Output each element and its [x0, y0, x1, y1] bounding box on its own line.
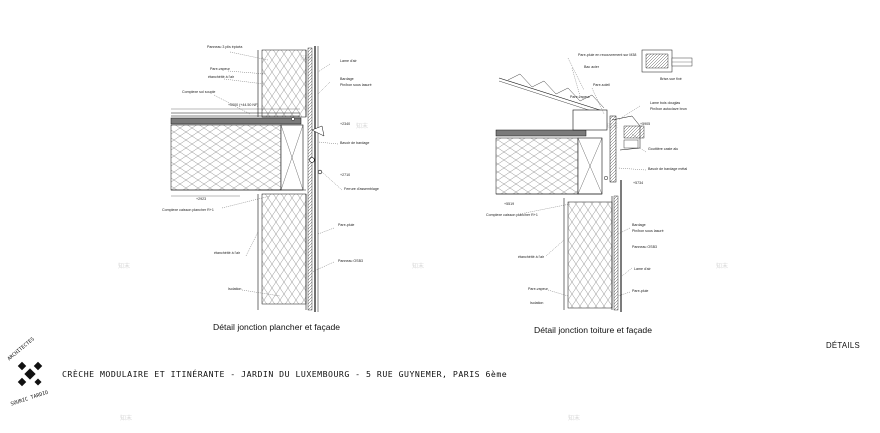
- annotation: Bavoir de bardage: [340, 141, 369, 145]
- brise-vue-inset: [641, 49, 693, 73]
- roof-slab-band: [495, 129, 587, 137]
- annotation: Panneau OSB3: [632, 245, 657, 249]
- annotation: +0000 (+44.50 NF): [228, 103, 258, 107]
- annotation: étanchéité à l'air: [208, 75, 235, 79]
- right-detail-caption: Détail jonction toiture et façade: [534, 325, 652, 335]
- logo-top-text: ARCHITECTES: [7, 336, 36, 362]
- annotation: Complexe caisson plancher R+1: [162, 208, 214, 212]
- left-detail-annotations: Panneau 3 plis épicéa Pare-vapeur étanch…: [162, 45, 379, 291]
- watermark: 知末: [356, 122, 368, 130]
- annotation: Lame d'air: [634, 267, 651, 271]
- annotation: Ferrure d'assemblage: [344, 187, 379, 191]
- annotation: +5734: [633, 181, 643, 185]
- annotation: Pare-soleil: [593, 83, 610, 87]
- annotation: Bavoir de bardage métal: [648, 167, 687, 171]
- watermark: 知末: [412, 262, 424, 270]
- annotation: Pare-pluie: [338, 223, 354, 227]
- watermark: 知末: [118, 262, 130, 270]
- parapet: [572, 109, 608, 131]
- annotation: Complexe sol souple: [182, 90, 215, 94]
- annotation: Gouttière caste alu: [648, 147, 678, 151]
- annotation: Pare-vapeur: [570, 95, 591, 99]
- watermark-layer: 知末 知末 知末 知末 知末 知末 知末 知末: [118, 54, 728, 422]
- upper-wall-insulation: [261, 49, 307, 118]
- annotation: +2340: [340, 122, 350, 126]
- right-detail-drawing: [495, 49, 693, 312]
- annotation: Isolation: [228, 287, 241, 291]
- watermark: 知末: [568, 414, 580, 422]
- annotation: Panneau 3 plis épicéa: [207, 45, 242, 49]
- annotation: Bardage: [340, 77, 354, 81]
- annotation: Bardage: [632, 223, 646, 227]
- watermark: 知末: [716, 262, 728, 270]
- watermark: 知末: [120, 414, 132, 422]
- annotation: Pare-vapeur: [210, 67, 231, 71]
- annotation: +2923: [196, 197, 206, 201]
- annotation: Panneau OSB3: [338, 259, 363, 263]
- floor-slab-band: [170, 117, 302, 125]
- annotation: +2710: [340, 173, 350, 177]
- annotation: Pare-pluie en recouvrement sur M38: [578, 53, 636, 57]
- lower-wall-insulation: [261, 193, 307, 305]
- right-detail-annotations: Pare-pluie en recouvrement sur M38 Bac a…: [486, 53, 687, 305]
- floor-caisson-insulation: [170, 124, 282, 191]
- annotation: Complexe caisson plancher R+1: [486, 213, 538, 217]
- annotation: +5519: [504, 202, 514, 206]
- left-detail-drawing: [170, 46, 343, 312]
- annotation: Lame d'air: [340, 59, 357, 63]
- annotation: Pare-vapeur: [528, 287, 549, 291]
- annotation: Pin/bon sous lasuré: [340, 83, 372, 87]
- annotation: Pare-pluie: [632, 289, 648, 293]
- logo-bottom-text: SOURIC TARDIO: [10, 390, 49, 408]
- right-wall-insulation: [567, 201, 613, 309]
- annotation: Isolation: [530, 301, 543, 305]
- roof-caisson-insulation: [495, 137, 579, 195]
- annotation: étanchéité à l'air: [518, 255, 545, 259]
- annotation: Pin/bon autoclave brun: [650, 107, 687, 111]
- annotation: étanchéité à l'air: [214, 251, 241, 255]
- annotation: Brise-vue fixé: [660, 77, 682, 81]
- facade-osb-layer: [307, 47, 313, 311]
- project-title: CRÈCHE MODULAIRE ET ITINÉRANTE - JARDIN …: [62, 368, 507, 379]
- annotation: Pin/bon sous lasuré: [632, 229, 664, 233]
- architect-logo: ARCHITECTES SOURIC TARDIO: [7, 336, 49, 407]
- annotation: +5905: [640, 122, 650, 126]
- annotation: Bac acier: [584, 65, 600, 69]
- section-label: DÉTAILS: [826, 341, 860, 350]
- annotation: Lame bois douglas: [650, 101, 680, 105]
- left-detail-caption: Détail jonction plancher et façade: [213, 322, 340, 332]
